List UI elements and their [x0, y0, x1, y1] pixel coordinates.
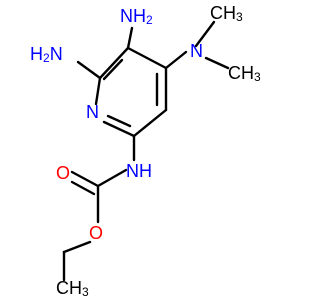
bond-c4-ndimethyl [164, 50, 188, 70]
bond-c3-c2 [98, 46, 130, 80]
label-n-ring: N [86, 102, 99, 122]
bond-c3-c4 [126, 46, 168, 70]
bond-c3-c2-inner [102, 58, 124, 81]
label-nh2-left: H2N [30, 44, 63, 65]
label-ch3-upper: CH3 [210, 3, 243, 24]
bonds [62, 20, 230, 282]
atom-labels: NH2 H2N N CH3 CH3 N NH O [30, 3, 261, 299]
bond-c5-c6 [132, 108, 168, 138]
bond-c3-nh2 [126, 26, 134, 50]
bond-n1-c2 [94, 76, 102, 106]
label-nh2-top: NH2 [120, 6, 153, 27]
bond-carbonyl-o [70, 170, 100, 188]
bond-nh-carbonyl [96, 168, 128, 188]
label-o-carbonyl: O [56, 163, 70, 183]
bond-c6-n1 [102, 120, 136, 138]
bond-n-ch3-lower [204, 56, 230, 70]
bond-carbonyl-o-inner [70, 180, 96, 196]
label-ch3-lower: CH3 [228, 63, 261, 84]
bond-oester-ch2 [62, 240, 92, 254]
label-ch3-ethyl: CH3 [56, 278, 89, 299]
label-nh-carbamate: NH [126, 161, 152, 181]
chemical-structure-diagram: NH2 H2N N CH3 CH3 N NH O [30, 3, 261, 299]
label-n-dimethyl: N [190, 41, 203, 61]
bond-c6-n1-inner [106, 114, 132, 128]
bond-c2-nh2 [76, 60, 102, 80]
bond-n-ch3-upper [194, 20, 216, 48]
label-o-ester: O [89, 223, 103, 243]
